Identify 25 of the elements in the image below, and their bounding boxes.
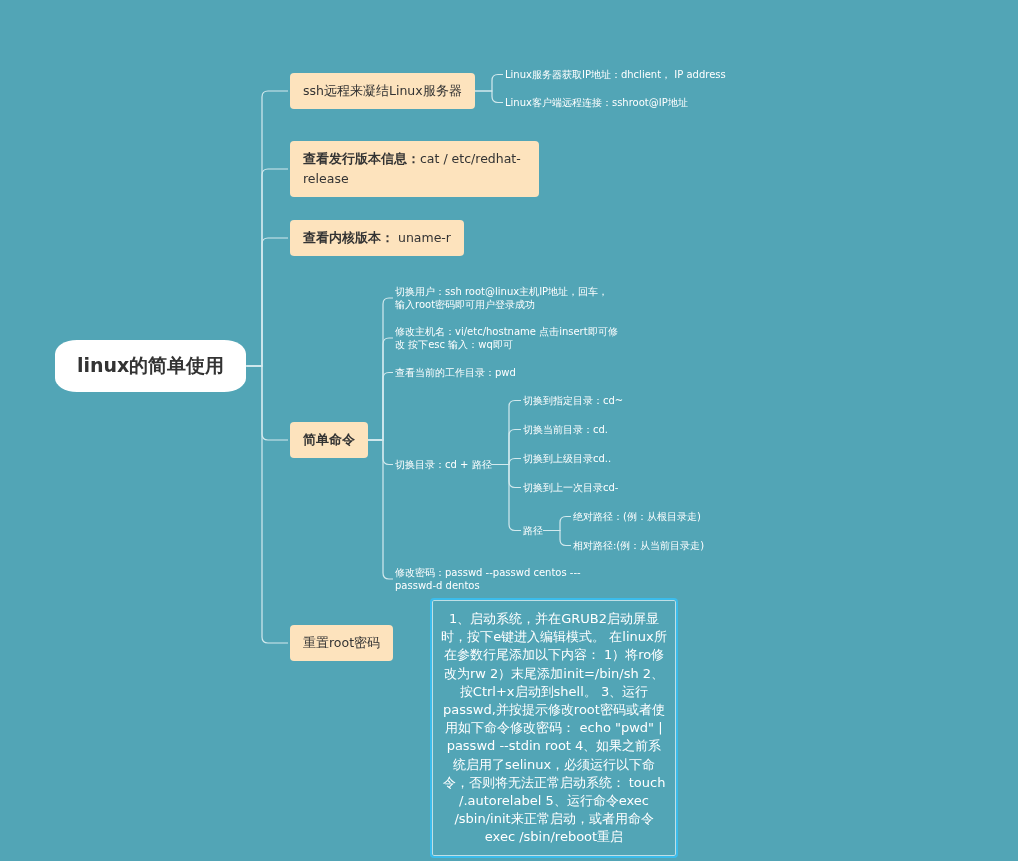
subtopic-text: 切换目录：cd + 路径 xyxy=(395,458,492,471)
subtopic-text: 切换到上级目录cd.. xyxy=(523,452,612,465)
branch-line xyxy=(491,463,522,532)
subtopic-text: 绝对路径：(例：从根目录走) xyxy=(573,510,701,523)
subtopic-text: Linux客户端远程连接：sshroot@IP地址 xyxy=(505,96,688,109)
subtopic-text: Linux服务器获取IP地址：dhclient， IP address xyxy=(505,68,726,81)
note-box: 1、启动系统，并在GRUB2启动屏显时，按下e键进入编辑模式。 在linux所在参数行尾添加以下内容： 1）将ro修改为rw 2）末尾添加init=/bin/sh 2、按Ctrl+x启动到shell。 3、运行passwd,并按提示修改root密码或者使用如下命令修改密码： echo "pwd" | passwd --stdin root 4、如果之前系统启用了selinux，必须运行以下命令，否则将无法正常启动系统： touch /.autorelabel 5、运行命令exec /sbin/init来正常启动，或者用命令exec /sbin/reboot重启 xyxy=(430,598,678,859)
topic-box: 查看发行版本信息：cat / etc/redhat-release xyxy=(290,141,539,197)
subtopic-text: 相对路径:(例：从当前目录走) xyxy=(573,539,705,552)
branch-line xyxy=(367,439,394,580)
branch-line xyxy=(542,529,572,547)
subtopic-text: 切换到上一次目录cd- xyxy=(523,481,619,494)
topic-box: ssh远程来凝结Linux服务器 xyxy=(290,73,475,109)
branch-line xyxy=(474,90,504,104)
subtopic-text: 修改主机名：vi/etc/hostname 点击insert即可修改 按下esc 输入：wq即可 xyxy=(395,325,623,351)
subtopic-text: 查看当前的工作目录：pwd xyxy=(395,366,516,379)
subtopic-text: 修改密码：passwd --passwd centos ---passwd-d dentos xyxy=(395,566,610,592)
topic-box: 简单命令 xyxy=(290,422,368,458)
root-topic-box: linux的简单使用 xyxy=(55,340,247,392)
subtopic-text: 切换当前目录：cd. xyxy=(523,423,609,436)
subtopic-text: 切换到指定目录：cd~ xyxy=(523,394,624,407)
topic-box: 查看内核版本： uname-r xyxy=(290,220,464,256)
subtopic-text: 切换用户：ssh root@linux主机IP地址，回车，输入root密码即可用户登录成功 xyxy=(395,285,613,311)
subtopic-text: 路径 xyxy=(523,524,543,537)
topic-box: 重置root密码 xyxy=(290,625,394,661)
